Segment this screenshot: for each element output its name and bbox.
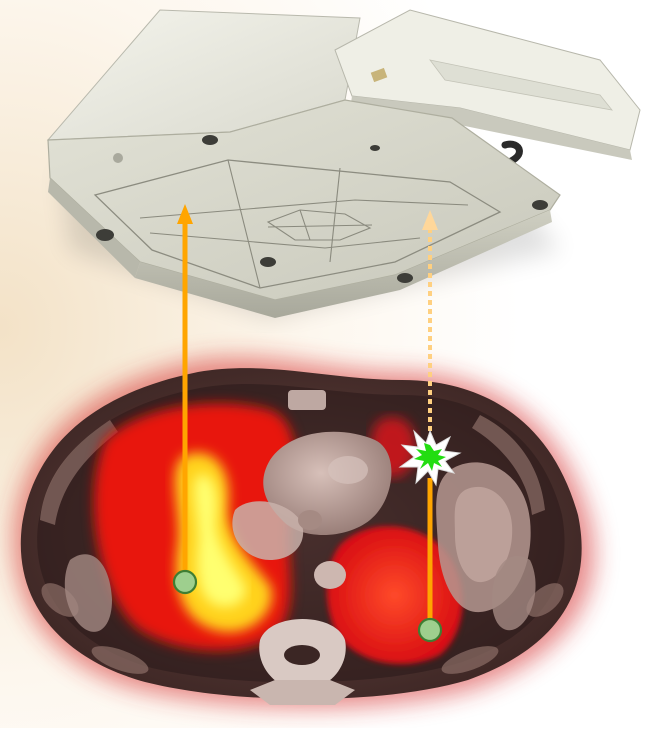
right-lung-source-dot <box>419 619 441 641</box>
left-lung-source-dot <box>174 571 196 593</box>
pet-ct-axial-chest-slice <box>14 357 595 707</box>
spine <box>250 619 355 705</box>
